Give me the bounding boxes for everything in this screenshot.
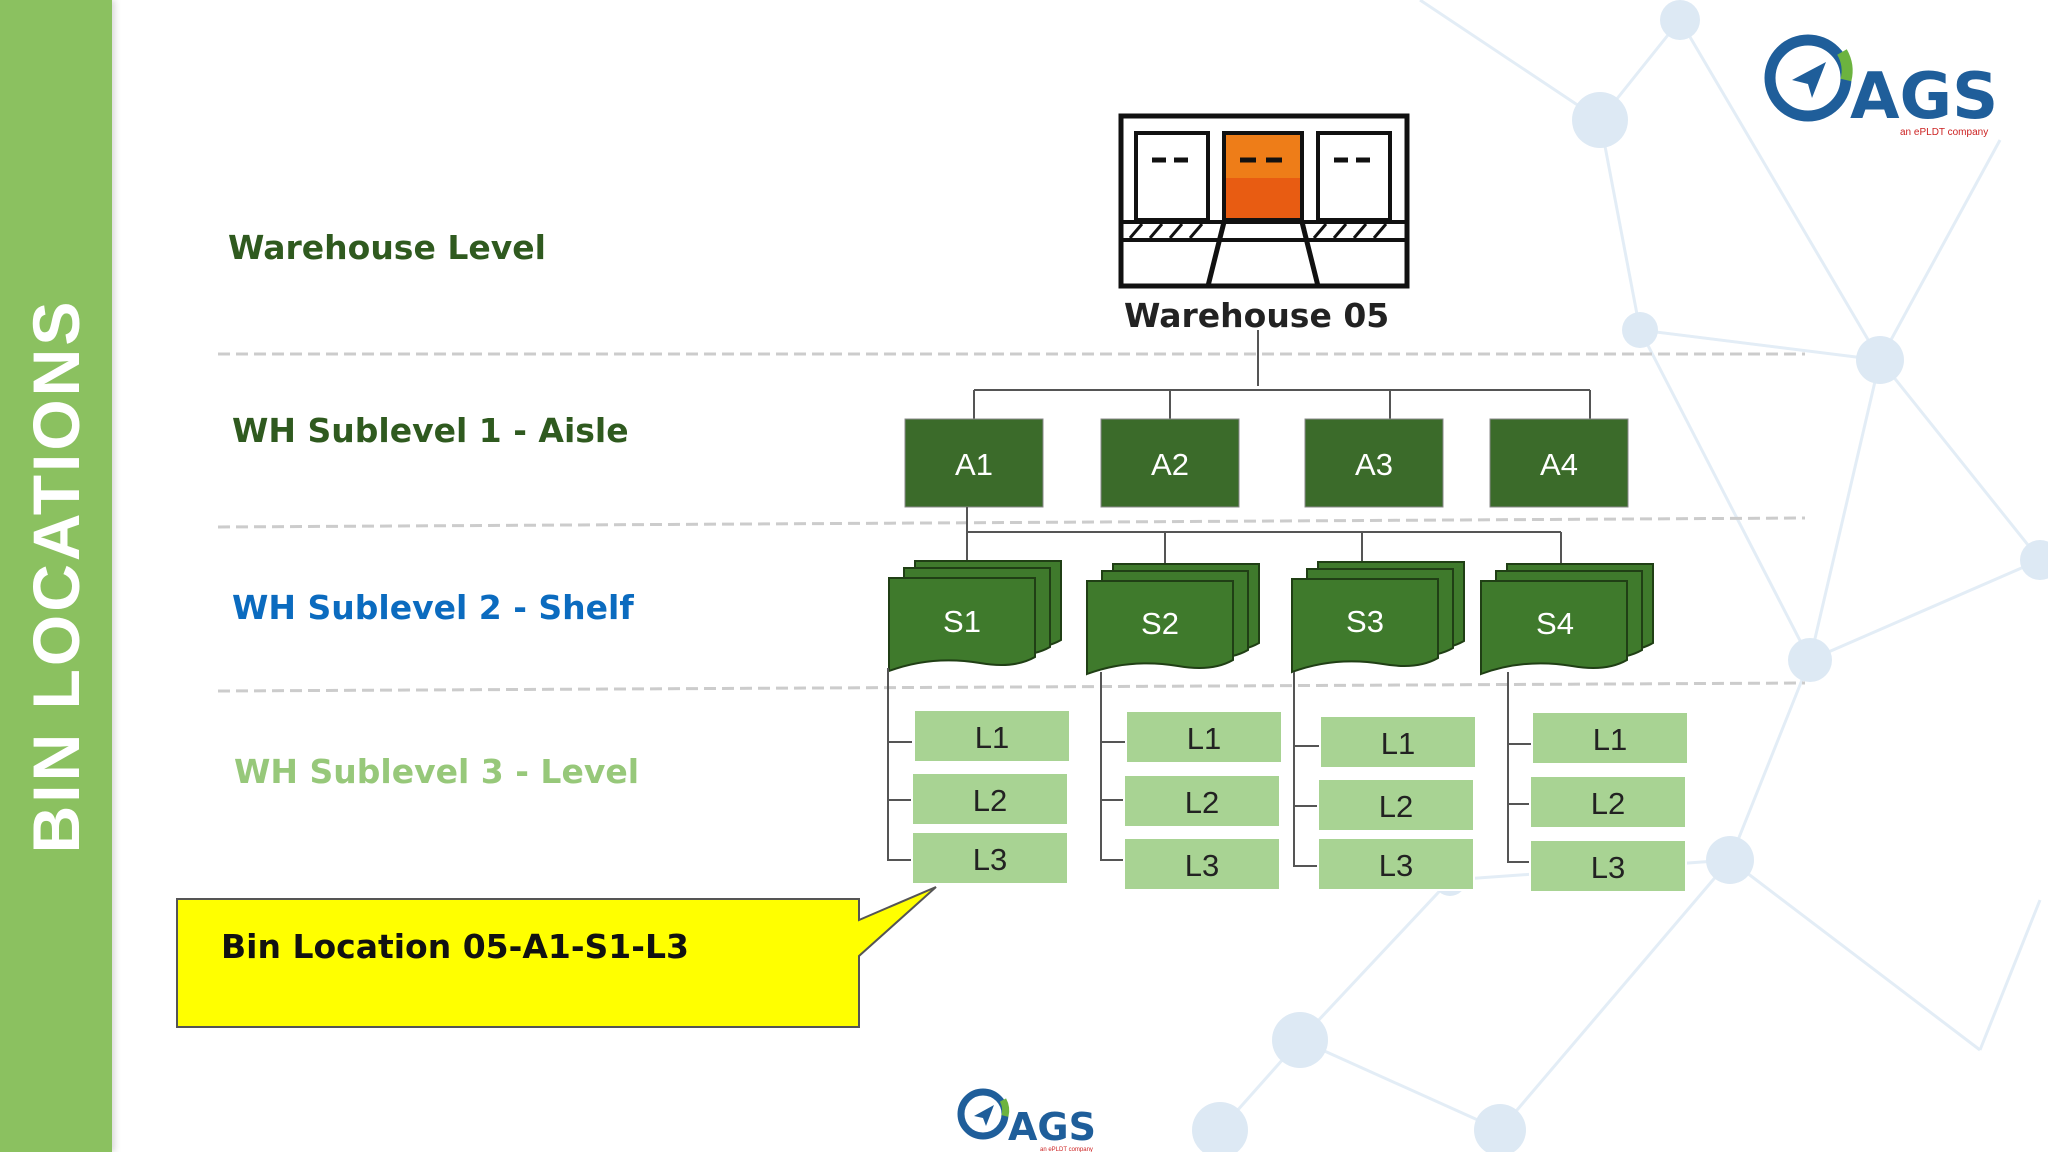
callout-box <box>176 886 937 1028</box>
level-label: L2 <box>1591 786 1625 821</box>
shelf-s3: S3 <box>1291 561 1465 674</box>
level-box <box>1123 837 1281 891</box>
level-label: L2 <box>1185 785 1219 820</box>
shelf-label: S2 <box>1141 606 1179 641</box>
logo-name: AGS <box>1850 60 1998 134</box>
aisle-a3: A3 <box>1304 418 1444 508</box>
level-box <box>1531 711 1689 765</box>
level-column-s3: L1 L2 L3 <box>1317 715 1477 891</box>
separator-line <box>217 681 1806 693</box>
level-box <box>1319 715 1477 769</box>
level-label: L3 <box>973 842 1007 877</box>
callout-text: Bin Location 05-A1-S1-L3 <box>221 927 689 966</box>
separator-line <box>217 516 1806 529</box>
level-box <box>1125 710 1283 764</box>
shelf-level-label: WH Sublevel 2 - Shelf <box>232 588 634 627</box>
level-column-s2: L1 L2 L3 <box>1123 710 1283 891</box>
level-level-label: WH Sublevel 3 - Level <box>234 752 640 791</box>
level-column-s4: L1 L2 L3 <box>1529 711 1689 893</box>
level-box <box>913 709 1071 763</box>
level-label: L1 <box>975 720 1009 755</box>
level-box <box>911 831 1069 885</box>
shelf-label: S4 <box>1536 606 1574 641</box>
shelf-s4: S4 <box>1480 563 1654 676</box>
level-label: L1 <box>1187 721 1221 756</box>
shelf-s1: S1 <box>888 560 1062 673</box>
warehouse-connector <box>973 330 1591 420</box>
level-label: L2 <box>1379 789 1413 824</box>
shelf-label: S3 <box>1346 604 1384 639</box>
logo-name: AGS <box>1008 1105 1096 1149</box>
warehouse-icon <box>1118 113 1410 289</box>
level-label: L1 <box>1381 726 1415 761</box>
ags-logo-top: AGS an ePLDT company <box>1764 34 1998 138</box>
aisle-label: A2 <box>1151 447 1189 482</box>
level-box <box>1123 774 1281 828</box>
aisle-a2: A2 <box>1100 418 1240 508</box>
logo-tagline: an ePLDT company <box>1900 127 1988 138</box>
level-label: L3 <box>1379 848 1413 883</box>
aisle-a1: A1 <box>904 418 1044 508</box>
level-column-s1: L1 L2 L3 <box>911 709 1071 885</box>
level-box <box>1529 839 1687 893</box>
logo-tagline: an ePLDT company <box>1040 1147 1093 1152</box>
aisle-a4: A4 <box>1489 418 1629 508</box>
level-box <box>1529 775 1687 829</box>
ags-logo-bottom: AGS an ePLDT company <box>957 1088 1096 1152</box>
level-box <box>1317 778 1475 832</box>
level-brackets <box>887 668 1532 867</box>
aisle-label: A3 <box>1355 447 1393 482</box>
level-label: L3 <box>1591 850 1625 885</box>
shelf-s2: S2 <box>1086 563 1260 676</box>
warehouse-name: Warehouse 05 <box>1124 296 1390 335</box>
aisle-label: A4 <box>1540 447 1578 482</box>
level-label: L2 <box>973 783 1007 818</box>
level-label: L1 <box>1593 722 1627 757</box>
aisle-label: A1 <box>955 447 993 482</box>
side-banner: BIN LOCATIONS <box>0 0 112 1152</box>
aisle-connector <box>966 507 1562 563</box>
warehouse-level-label: Warehouse Level <box>228 228 546 267</box>
shelf-label: S1 <box>943 604 981 639</box>
level-box <box>1317 837 1475 891</box>
aisle-level-label: WH Sublevel 1 - Aisle <box>232 411 629 450</box>
level-label: L3 <box>1185 848 1219 883</box>
level-box <box>911 772 1069 826</box>
